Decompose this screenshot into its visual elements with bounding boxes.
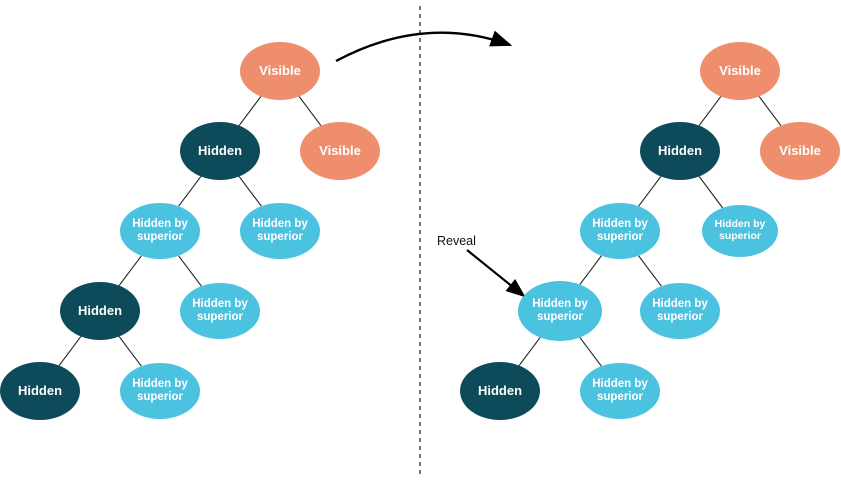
tree-node-hidden-by-superior[interactable]: Hidden by superior: [120, 203, 200, 259]
tree-node-label: Hidden: [17, 382, 63, 398]
tree-edge: [698, 96, 722, 126]
tree-node-visible[interactable]: Visible: [700, 42, 780, 100]
tree-edge: [238, 176, 262, 207]
tree-edge: [579, 255, 602, 285]
tree-edge: [758, 96, 782, 126]
transition-curved-arrow: [335, 30, 513, 63]
tree-node-hidden-by-superior[interactable]: Hidden by superior: [180, 283, 260, 339]
tree-edge: [58, 336, 82, 366]
tree-node-label: Visible: [259, 62, 301, 78]
tree-edge: [518, 337, 541, 366]
tree-node-label: Hidden by superior: [132, 378, 188, 403]
tree-node-hidden[interactable]: Hidden: [460, 362, 540, 420]
tree-edge: [579, 337, 602, 367]
tree-node-label: Hidden by superior: [532, 298, 588, 323]
tree-node-hidden-by-superior[interactable]: Hidden by superior: [640, 283, 720, 339]
tree-node-hidden-by-superior[interactable]: Hidden by superior: [580, 363, 660, 419]
tree-node-label: Hidden by superior: [714, 218, 766, 242]
tree-node-label: Visible: [319, 142, 361, 158]
tree-edge: [118, 336, 142, 367]
tree-node-label: Hidden by superior: [592, 218, 648, 243]
tree-node-label: Hidden by superior: [652, 298, 708, 323]
tree-node-label: Visible: [779, 142, 821, 158]
tree-node-label: Hidden: [197, 142, 243, 158]
tree-edge: [638, 255, 662, 287]
tree-node-hidden-by-superior[interactable]: Hidden by superior: [702, 205, 778, 257]
tree-node-label: Visible: [719, 62, 761, 78]
tree-node-label: Hidden by superior: [132, 218, 188, 243]
tree-node-label: Hidden by superior: [252, 218, 308, 243]
tree-node-label: Hidden: [77, 302, 123, 318]
tree-node-hidden-by-superior[interactable]: Hidden by superior: [240, 203, 320, 259]
tree-node-hidden-by-superior[interactable]: Hidden by superior: [120, 363, 200, 419]
tree-node-label: Hidden: [657, 142, 703, 158]
tree-node-label: Hidden by superior: [592, 378, 648, 403]
tree-edge: [178, 255, 202, 287]
tree-node-hidden-by-superior[interactable]: Hidden by superior: [580, 203, 660, 259]
tree-edge: [698, 176, 724, 209]
tree-node-label: Hidden by superior: [192, 298, 248, 323]
tree-node-visible[interactable]: Visible: [300, 122, 380, 180]
tree-edge: [638, 176, 662, 207]
tree-edge: [118, 255, 142, 286]
tree-node-hidden[interactable]: Hidden: [640, 122, 720, 180]
tree-node-hidden[interactable]: Hidden: [60, 282, 140, 340]
tree-node-hidden-by-superior[interactable]: Hidden by superior: [518, 281, 602, 341]
tree-node-visible[interactable]: Visible: [760, 122, 840, 180]
tree-edge: [298, 96, 322, 126]
tree-node-hidden[interactable]: Hidden: [0, 362, 80, 420]
reveal-label: Reveal: [437, 234, 476, 248]
tree-node-label: Hidden: [477, 382, 523, 398]
tree-edge: [178, 176, 202, 207]
tree-edge: [238, 96, 262, 126]
reveal-arrow: [466, 249, 526, 298]
tree-node-visible[interactable]: Visible: [240, 42, 320, 100]
tree-node-hidden[interactable]: Hidden: [180, 122, 260, 180]
